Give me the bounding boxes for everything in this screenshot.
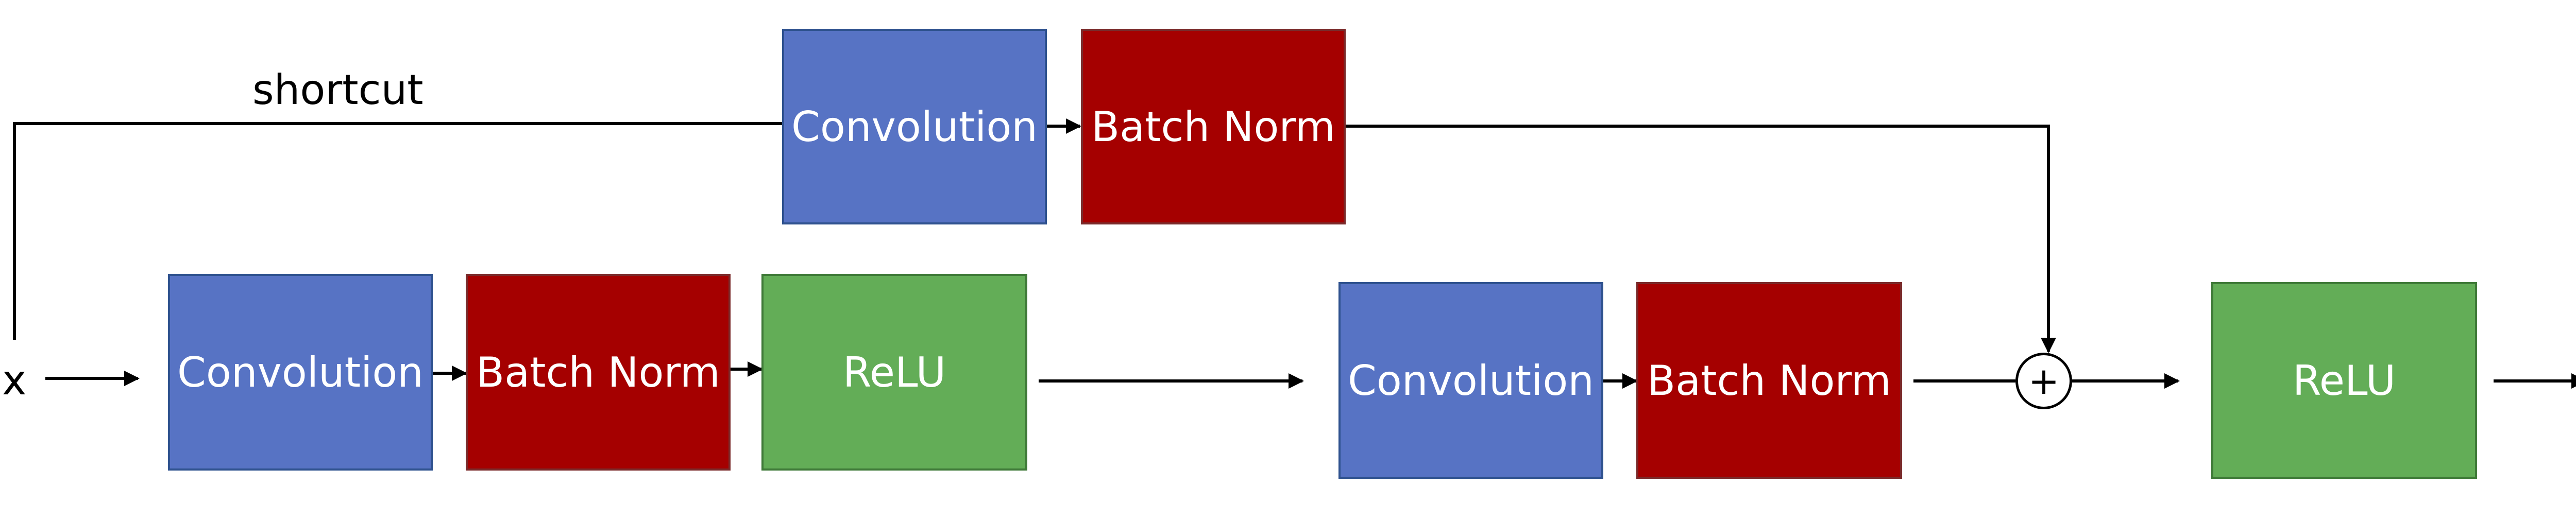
shortcut-convolution-block: Convolution: [782, 29, 1047, 224]
block-label: Convolution: [177, 348, 423, 396]
block-label: ReLU: [842, 348, 946, 396]
block-label: ReLU: [2292, 356, 2396, 405]
relu-output-block: ReLU: [2211, 282, 2477, 479]
batch-norm-block-1: Batch Norm: [466, 274, 731, 471]
plus-icon: +: [2028, 359, 2060, 403]
batch-norm-block-2: Batch Norm: [1636, 282, 1902, 479]
block-label: Convolution: [1348, 356, 1594, 405]
shortcut-line-in: [13, 122, 782, 340]
shortcut-batch-norm-block: Batch Norm: [1081, 29, 1346, 224]
block-label: Convolution: [791, 102, 1038, 151]
convolution-block-1: Convolution: [168, 274, 433, 471]
input-label: x: [2, 356, 27, 404]
block-label: Batch Norm: [476, 348, 720, 396]
block-label: Batch Norm: [1091, 102, 1335, 151]
shortcut-label: shortcut: [252, 66, 423, 114]
addition-node: +: [2015, 353, 2072, 409]
shortcut-line-out: [1346, 125, 2056, 353]
relu-block-1: ReLU: [761, 274, 1027, 471]
convolution-block-2: Convolution: [1338, 282, 1603, 479]
block-label: Batch Norm: [1647, 356, 1891, 405]
